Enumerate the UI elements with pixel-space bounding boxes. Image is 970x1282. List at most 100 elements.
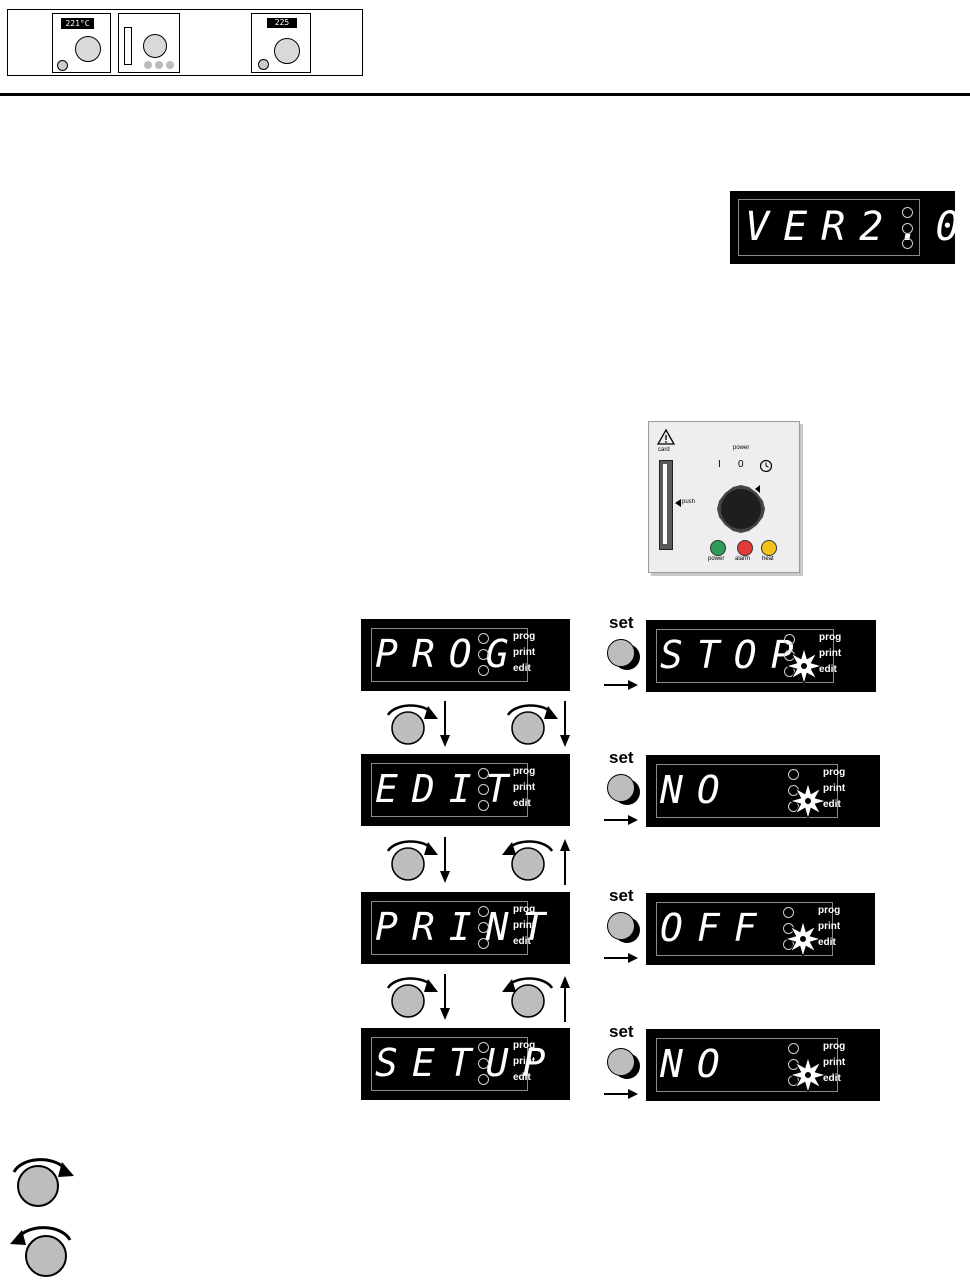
menu-display-print-window — [371, 901, 528, 955]
heat-lamp — [761, 540, 777, 556]
thumbnail-lamp-icon — [166, 61, 174, 69]
knob-counterclockwise-icon — [502, 976, 570, 1022]
push-label: push — [682, 499, 696, 505]
indicator-led — [902, 238, 913, 249]
rotary-knob[interactable] — [715, 483, 767, 535]
indicator-led — [783, 907, 794, 918]
value-display-no-window — [656, 1038, 838, 1092]
power-switch-on[interactable]: I — [718, 459, 721, 470]
knob-counterclockwise-icon — [502, 839, 570, 885]
menu-display-print-text: PRINT — [375, 905, 560, 949]
indicator-label-prog: prog — [823, 1041, 846, 1052]
knob-clockwise-icon — [506, 701, 570, 747]
thumbnail-card-slot-icon — [124, 27, 132, 65]
menu-display-prog-text: PROG — [375, 632, 523, 676]
power-switch-off[interactable]: 0 — [738, 459, 744, 470]
arrow-right-head — [628, 953, 638, 963]
knob-clockwise-icon — [386, 974, 450, 1020]
indicator-label-print: print — [513, 647, 536, 658]
value-display-no-text: NO — [660, 1042, 734, 1086]
indicator-label-edit: edit — [823, 1073, 841, 1084]
indicator-led — [478, 768, 489, 779]
indicator-led — [902, 223, 913, 234]
arrow-right-head — [628, 815, 638, 825]
thumbnail-controller-2 — [118, 13, 180, 73]
menu-display-setup-window — [371, 1037, 528, 1091]
indicator-label-print: print — [823, 1057, 846, 1068]
indicator-led — [478, 938, 489, 949]
indicator-label-edit: edit — [819, 664, 837, 675]
set-button[interactable] — [607, 774, 635, 802]
power-lamp — [710, 540, 726, 556]
thumbnail-knob-icon — [75, 36, 101, 62]
indicator-label-prog: prog — [513, 631, 536, 642]
thumbnail-display: 225 — [267, 18, 297, 28]
card-label: card — [658, 447, 670, 453]
menu-display-setup-text: SETUP — [375, 1041, 560, 1085]
indicator-led — [478, 665, 489, 676]
power-title: power — [733, 445, 750, 451]
indicator-label-edit: edit — [818, 937, 836, 948]
set-button[interactable] — [607, 639, 635, 667]
knob-clockwise-icon — [386, 837, 450, 883]
blink-burst-icon — [783, 919, 823, 959]
alarm-lamp — [737, 540, 753, 556]
value-display-off: OFF prog print edit — [646, 893, 875, 965]
value-display-no-text: NO — [660, 768, 734, 812]
set-button[interactable] — [607, 1048, 635, 1076]
menu-display-edit-window — [371, 763, 528, 817]
arrow-right-icon — [604, 957, 630, 959]
indicator-label-prog: prog — [513, 904, 536, 915]
indicator-led — [478, 922, 489, 933]
thumbnail-knob-icon — [274, 38, 300, 64]
header-rule — [0, 93, 970, 96]
indicator-label-prog: prog — [823, 767, 846, 778]
indicator-led — [478, 649, 489, 660]
knob-clockwise-icon — [12, 1158, 74, 1207]
indicator-led — [478, 800, 489, 811]
set-button[interactable] — [607, 912, 635, 940]
set-label: set — [609, 1022, 634, 1041]
card-slot[interactable] — [659, 460, 673, 550]
value-display-no: NO prog print edit — [646, 1029, 880, 1101]
indicator-label-prog: prog — [819, 632, 842, 643]
thumbnail-controller-1: 221°C — [52, 13, 111, 73]
value-display-no-window — [656, 764, 838, 818]
blink-burst-icon — [784, 646, 824, 686]
value-display-off-window — [656, 902, 833, 956]
control-panel: card push power I 0 power alarm heat — [648, 421, 800, 573]
indicator-label-print: print — [513, 920, 536, 931]
arrow-right-icon — [604, 684, 630, 686]
thumbnail-controller-3: 225 — [251, 13, 311, 73]
indicator-led — [478, 1042, 489, 1053]
indicator-label-edit: edit — [513, 798, 531, 809]
indicator-led — [478, 1074, 489, 1085]
arrow-right-icon — [604, 819, 630, 821]
knob-clockwise-icon — [386, 701, 450, 747]
warning-icon — [657, 429, 675, 445]
value-display-stop-window — [656, 629, 834, 683]
version-text: VER2.0 — [745, 204, 970, 250]
indicator-label-prog: prog — [818, 905, 841, 916]
indicator-led — [788, 769, 799, 780]
indicator-label-prog: prog — [513, 766, 536, 777]
indicator-led — [788, 1043, 799, 1054]
header-thumbnail-strip: 221°C 225 — [7, 9, 363, 76]
indicator-label-print: print — [818, 921, 841, 932]
indicator-label-print: print — [823, 783, 846, 794]
push-arrow-icon — [675, 499, 681, 507]
thumbnail-lamp-icon — [57, 60, 68, 71]
menu-display-prog-window — [371, 628, 528, 682]
power-lamp-label: power — [708, 556, 725, 562]
menu-display-edit-text: EDIT — [375, 767, 523, 811]
arrow-right-head — [628, 1089, 638, 1099]
set-label: set — [609, 886, 634, 905]
alarm-lamp-label: alarm — [735, 556, 751, 562]
value-display-off-text: OFF — [660, 906, 771, 950]
indicator-led — [902, 207, 913, 218]
indicator-led — [478, 633, 489, 644]
